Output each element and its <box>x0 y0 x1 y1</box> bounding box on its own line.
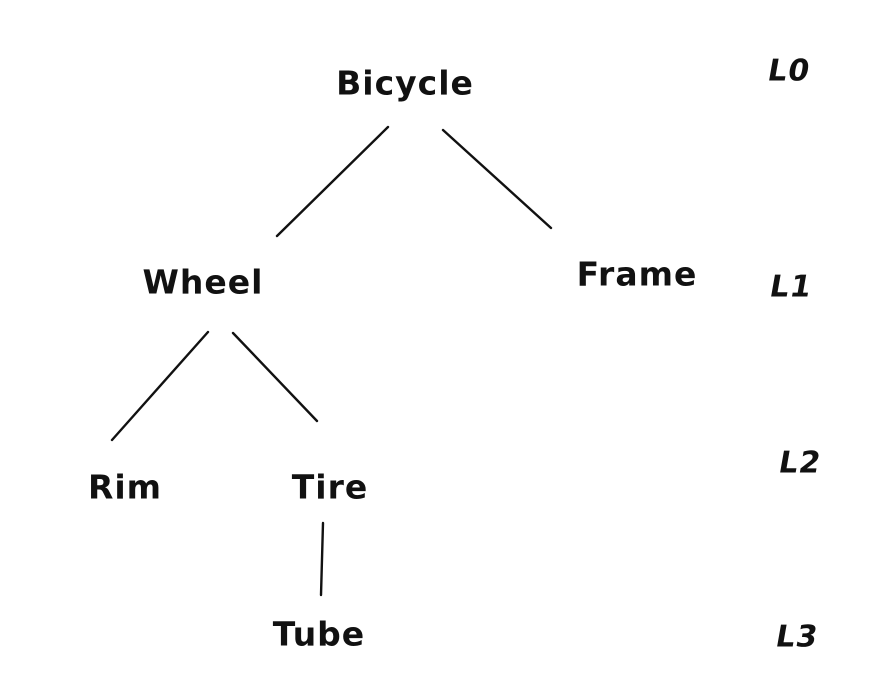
node-rim: Rim <box>87 467 163 507</box>
edge-wheel-rim <box>110 330 210 442</box>
level-label-l2: L2 <box>775 445 825 481</box>
level-label-l3: L3 <box>772 619 822 655</box>
node-frame: Frame <box>576 254 698 294</box>
edge-wheel-tire <box>231 331 319 423</box>
level-label-l0: L0 <box>764 53 814 89</box>
level-label-l1: L1 <box>766 269 816 305</box>
node-bicycle: Bicycle <box>336 63 474 103</box>
node-tube: Tube <box>272 614 366 654</box>
edge-bicycle-frame <box>441 128 553 230</box>
node-wheel: Wheel <box>142 262 264 302</box>
node-tire: Tire <box>291 467 369 507</box>
edge-tire-tube <box>319 521 325 597</box>
edge-bicycle-wheel <box>275 125 390 238</box>
